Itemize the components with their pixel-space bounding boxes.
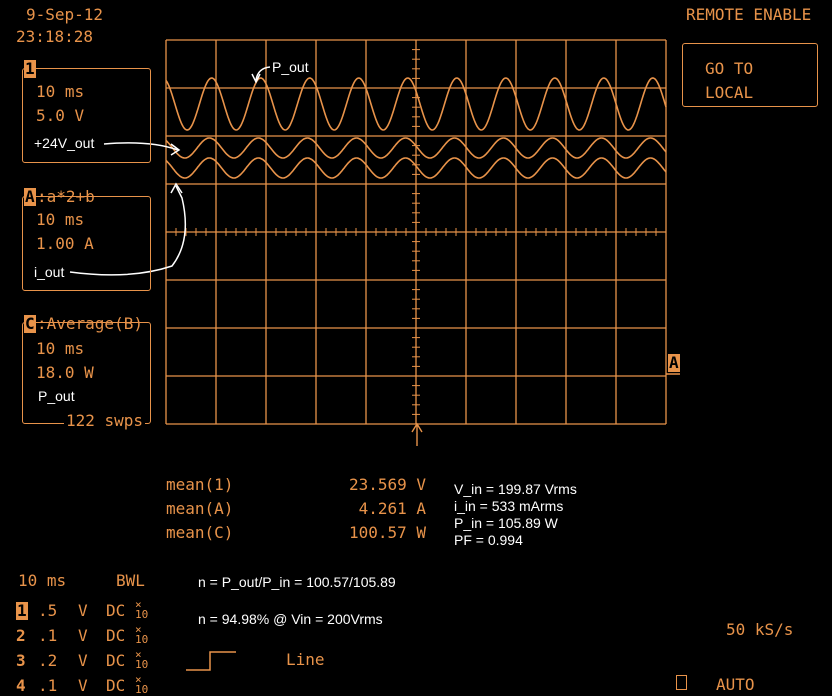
p-out-annotation: P_out — [272, 59, 309, 75]
channel-row-coupling: DC — [106, 676, 126, 695]
channel-row-number: 3 — [16, 651, 26, 670]
bottom-timebase: 10 ms — [18, 571, 67, 590]
channel-row-coupling: DC — [106, 651, 126, 670]
time: 23:18:28 — [16, 27, 94, 46]
channel-1-badge: 1 — [24, 59, 36, 78]
remote-enable-label: REMOTE ENABLE — [686, 5, 812, 24]
measure-label-1: mean(1) — [166, 475, 234, 494]
measure-label-c: mean(C) — [166, 523, 234, 542]
channel-c-scale: 18.0 W — [36, 363, 94, 382]
channel-1-panel[interactable] — [22, 68, 151, 163]
channel-a-title: :a*2+b — [37, 187, 95, 206]
i-out-arrow — [69, 185, 187, 276]
p-out-arrow-head — [251, 73, 261, 84]
v24-out-arrow-head — [170, 143, 181, 156]
p-out-trace — [165, 77, 667, 131]
channel-row-number: 1 — [16, 601, 28, 620]
channel-row-unit: V — [78, 651, 88, 670]
channel-a-timebase: 10 ms — [36, 210, 85, 229]
line-trigger-symbol — [186, 651, 236, 671]
channel-1-label: +24V_out — [34, 135, 95, 151]
pin-stat: P_in = 105.89 W — [454, 515, 558, 531]
measure-value-1: 23.569 V — [348, 475, 426, 494]
channel-row-scale: .1 — [38, 676, 58, 695]
efficiency-formula: n = P_out/P_in = 100.57/105.89 — [198, 574, 396, 590]
channel-row-scale: .5 — [38, 601, 58, 620]
channel-row-scale: .2 — [38, 651, 58, 670]
trigger-source: Line — [286, 650, 325, 669]
channel-1-scale: 5.0 V — [36, 106, 85, 125]
auto-mode: AUTO — [716, 675, 755, 694]
measure-value-c: 100.57 W — [348, 523, 426, 542]
probe-x10-icon: × 10 — [135, 673, 149, 696]
channel-row-number: 2 — [16, 626, 26, 645]
probe-x10-icon: × 10 — [135, 623, 149, 646]
channel-a-label: i_out — [34, 264, 65, 280]
measure-label-a: mean(A) — [166, 499, 234, 518]
bwl-label: BWL — [116, 571, 145, 590]
channel-row-coupling: DC — [106, 626, 126, 645]
channel-row-unit: V — [78, 601, 88, 620]
channel-row-unit: V — [78, 626, 88, 645]
pf-stat: PF = 0.994 — [454, 532, 523, 548]
channel-a-badge: A — [24, 187, 36, 206]
probe-x10-icon: × 10 — [135, 598, 149, 621]
channel-a-scale: 1.00 A — [36, 234, 94, 253]
iin-stat: i_in = 533 mArms — [454, 498, 564, 514]
trigger-position-arrow — [411, 422, 423, 446]
channel-row-coupling: DC — [106, 601, 126, 620]
channel-1-timebase: 10 ms — [36, 82, 85, 101]
go-to-local-button[interactable]: GO TO LOCAL — [682, 43, 818, 107]
v24-out-trace — [165, 137, 667, 159]
channel-row-scale: .1 — [38, 626, 58, 645]
sample-rate: 50 kS/s — [726, 620, 794, 639]
p-out-arrow — [255, 66, 271, 81]
channel-c-label: P_out — [38, 388, 75, 404]
channel-row-number: 4 — [16, 676, 26, 695]
channel-c-sweeps: 122 swps — [64, 411, 146, 430]
i-out-arrow-head — [170, 182, 183, 194]
channel-c-title: :Average(B) — [37, 314, 143, 333]
channel-c-timebase: 10 ms — [36, 339, 85, 358]
date: 9-Sep-12 — [26, 5, 104, 24]
probe-x10-icon: × 10 — [135, 648, 149, 671]
go-to-local-line1: GO TO — [705, 59, 754, 78]
i-out-trace — [165, 157, 667, 179]
efficiency-result: n = 94.98% @ Vin = 200Vrms — [198, 611, 383, 627]
channel-row-unit: V — [78, 676, 88, 695]
trigger-marker[interactable]: A — [668, 353, 680, 372]
channel-c-badge: C — [24, 314, 36, 333]
v24-out-arrow — [103, 142, 179, 151]
channel-a-panel[interactable] — [22, 196, 151, 291]
auto-checkbox[interactable] — [676, 675, 687, 690]
vin-stat: V_in = 199.87 Vrms — [454, 481, 577, 497]
go-to-local-line2: LOCAL — [705, 83, 754, 102]
measure-value-a: 4.261 A — [358, 499, 426, 518]
